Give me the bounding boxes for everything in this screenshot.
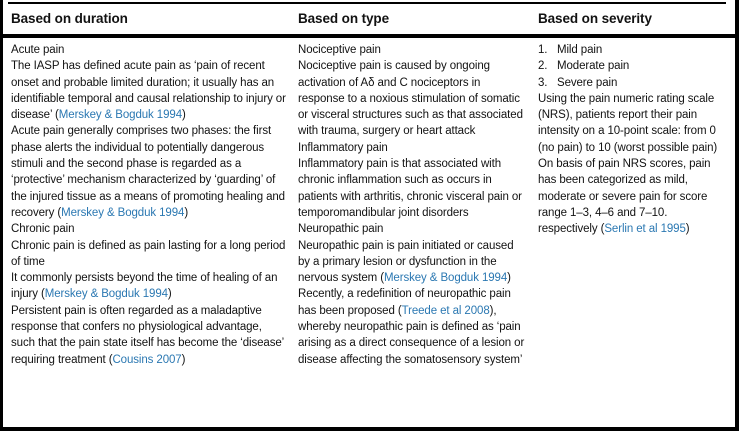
list-label: Severe pain: [557, 76, 618, 89]
text-run: Using the pain numeric rating scale (NRS…: [538, 92, 718, 154]
severity-list-item: 3. Severe pain: [538, 75, 721, 91]
text-run: Nociceptive pain is caused by ongoing ac…: [298, 60, 523, 138]
citation-link[interactable]: Merskey & Bogduk 1994: [383, 272, 508, 285]
paragraph: Acute pain generally comprises two phase…: [11, 123, 288, 221]
paragraph: Inflammatory pain is that associated wit…: [298, 156, 528, 221]
list-number: 2.: [538, 60, 548, 73]
text-run: Acute pain: [11, 44, 65, 56]
paragraph: Chronic pain: [11, 221, 288, 237]
text-run: Acute pain generally comprises two phase…: [11, 125, 285, 219]
column-header-duration: Based on duration: [11, 11, 128, 26]
paragraph: Nociceptive pain: [298, 42, 528, 58]
text-run: Nociceptive pain: [298, 44, 381, 56]
text-run: ), whereby neuropathic pain is defined a…: [298, 304, 525, 366]
paragraph: Neuropathic pain: [298, 221, 528, 237]
list-label: Mild pain: [557, 44, 603, 56]
paragraph: Nociceptive pain is caused by ongoing ac…: [298, 58, 528, 139]
text-run: ): [507, 272, 511, 285]
paragraph: Chronic pain is defined as pain lasting …: [11, 238, 288, 271]
table-top-rule: [8, 2, 726, 4]
table-header-row: Based on duration Based on type Based on…: [3, 4, 735, 38]
paragraph: Inflammatory pain: [298, 140, 528, 156]
severity-list-item: 1. Mild pain: [538, 42, 721, 58]
citation-link[interactable]: Cousins 2007: [112, 353, 182, 366]
text-run: ): [181, 353, 186, 366]
text-run: Chronic pain: [11, 223, 75, 236]
text-run: Recently, a redefinition of neuropathic …: [298, 288, 511, 317]
text-run: Chronic pain is defined as pain lasting …: [11, 239, 286, 268]
text-run: The IASP has defined acute pain as ‘pain…: [11, 60, 286, 122]
list-label: Moderate pain: [557, 60, 630, 73]
citation-link[interactable]: Merskey & Bogduk 1994: [61, 206, 185, 219]
paragraph: Recently, a redefinition of neuropathic …: [298, 286, 528, 367]
text-run: ): [167, 288, 172, 301]
paragraph: On basis of pain NRS scores, pain has be…: [538, 156, 721, 237]
text-run: It commonly persists beyond the time of …: [11, 272, 278, 301]
paragraph: Persistent pain is often regarded as a m…: [11, 303, 288, 368]
paragraph: The IASP has defined acute pain as ‘pain…: [11, 58, 288, 123]
text-run: ): [184, 206, 189, 219]
text-run: ): [182, 109, 186, 122]
text-run: On basis of pain NRS scores, pain has be…: [538, 158, 711, 236]
text-run: Inflammatory pain is that associated wit…: [298, 158, 522, 219]
text-run: Inflammatory pain: [298, 141, 388, 154]
citation-link[interactable]: Merskey & Bogduk 1994: [44, 288, 168, 301]
citation-link[interactable]: Serlin et al 1995: [604, 223, 686, 236]
paragraph: Acute pain: [11, 42, 288, 58]
paragraph: Using the pain numeric rating scale (NRS…: [538, 91, 721, 156]
text-run: Persistent pain is often regarded as a m…: [11, 304, 284, 366]
text-run: Neuropathic pain: [298, 223, 384, 236]
paragraph: Neuropathic pain is pain initiated or ca…: [298, 238, 528, 287]
text-run: ): [685, 223, 690, 236]
column-header-severity: Based on severity: [538, 11, 652, 26]
list-number: 3.: [538, 76, 548, 89]
citation-link[interactable]: Treede et al 2008: [401, 304, 490, 317]
paragraph: It commonly persists beyond the time of …: [11, 270, 288, 303]
text-run: Neuropathic pain is pain initiated or ca…: [298, 239, 514, 285]
severity-list-item: 2. Moderate pain: [538, 58, 721, 74]
list-number: 1.: [538, 44, 548, 56]
column-header-type: Based on type: [298, 11, 389, 26]
citation-link[interactable]: Merskey & Bogduk 1994: [58, 109, 182, 122]
